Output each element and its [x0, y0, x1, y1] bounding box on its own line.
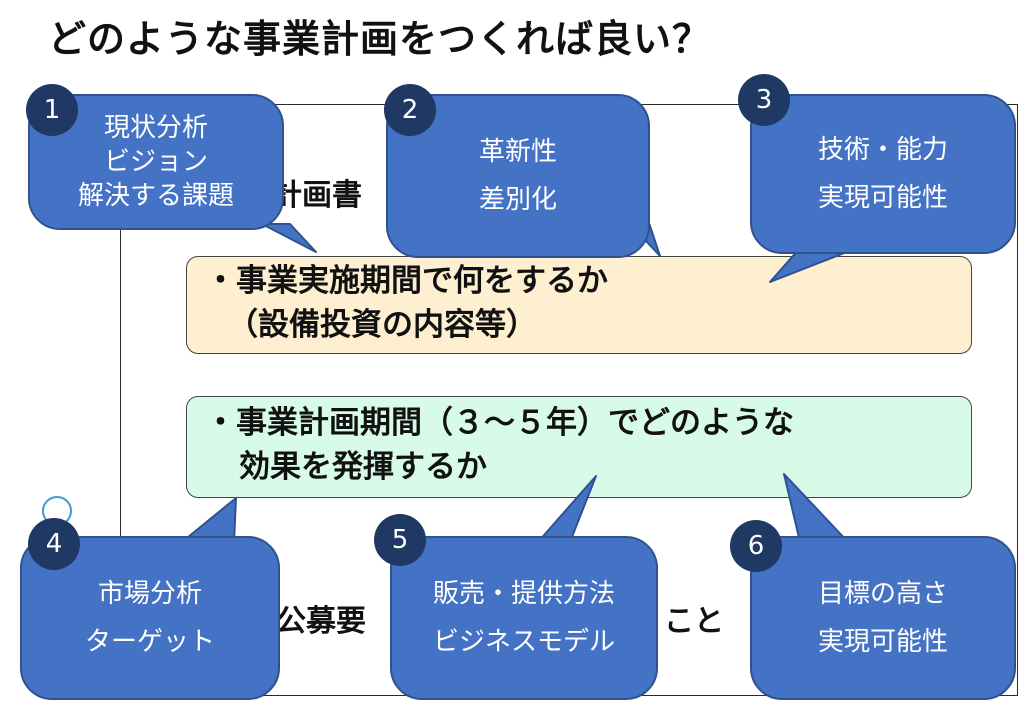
- box1-line1: ・事業実施期間で何をするか: [205, 263, 608, 299]
- callout-6-line1: 目標の高さ: [817, 579, 948, 609]
- callout-5-tail: [537, 475, 597, 543]
- callout-2-line1: 革新性: [478, 137, 557, 167]
- box1-line2: （設備投資の内容等）: [227, 307, 537, 343]
- callout-1-number: 1: [26, 84, 78, 136]
- callout-4-number: 4: [28, 518, 80, 570]
- plan-heading-fragment: 計画書: [272, 178, 362, 213]
- callout-6-tail: [783, 473, 849, 543]
- callout-1-tail: [261, 223, 317, 253]
- callout-3-line2: 実現可能性: [817, 183, 948, 213]
- bottom-left-fragment: 公募要: [276, 604, 366, 639]
- callout-4-line1: 市場分析: [97, 579, 202, 609]
- callout-5-line2: ビジネスモデル: [432, 627, 615, 657]
- callout-1-line1: 現状分析: [103, 113, 208, 143]
- callout-2: 革新性 差別化: [386, 94, 650, 258]
- box2-line1: ・事業計画期間（３～５年）でどのような: [205, 405, 794, 441]
- callout-6-line2: 実現可能性: [817, 627, 948, 657]
- callout-5-number: 5: [374, 514, 426, 566]
- callout-1-line3: 解決する課題: [77, 181, 234, 211]
- callout-2-number: 2: [384, 84, 436, 136]
- bottom-right-fragment: こと: [664, 604, 724, 639]
- callout-3: 技術・能力 実現可能性: [750, 94, 1016, 254]
- callout-2-line2: 差別化: [478, 185, 557, 215]
- callout-5-line1: 販売・提供方法: [432, 579, 615, 609]
- callout-3-number: 3: [738, 74, 790, 126]
- box2-line2: 効果を発揮するか: [239, 449, 487, 485]
- page-title: どのような事業計画をつくれば良い？: [48, 17, 712, 61]
- callout-6-number: 6: [730, 520, 782, 572]
- callout-6: 目標の高さ 実現可能性: [750, 536, 1016, 700]
- callout-4-line2: ターゲット: [84, 627, 215, 657]
- implementation-period-box: ・事業実施期間で何をするか （設備投資の内容等）: [186, 256, 972, 354]
- callout-3-line1: 技術・能力: [817, 135, 948, 165]
- callout-1-line2: ビジョン: [103, 147, 208, 177]
- callout-5: 販売・提供方法 ビジネスモデル: [390, 536, 658, 700]
